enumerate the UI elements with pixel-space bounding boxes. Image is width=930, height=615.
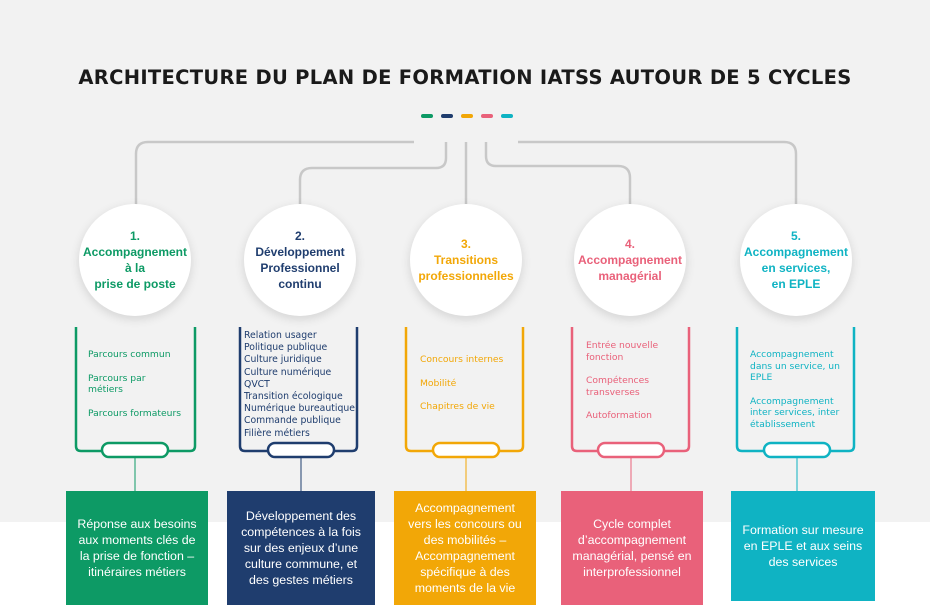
cycle-2-name-line: Développement <box>255 245 345 259</box>
page-title: ARCHITECTURE DU PLAN DE FORMATION IATSS … <box>78 66 852 89</box>
cycle-3-summary-box: Accompagnement vers les concours ou des … <box>394 491 536 605</box>
accent-dash-yellow <box>461 114 473 118</box>
cycle-5-number: 5. <box>790 229 801 243</box>
list-item: Transition écologique <box>244 391 343 403</box>
list-item: Autoformation <box>586 410 652 421</box>
list-item: Relation usager <box>244 330 317 341</box>
cycle-2-summary: Développement des compétences à la fois … <box>241 509 361 587</box>
cycle-4-items: Entrée nouvelle fonction Compétences tra… <box>586 340 666 434</box>
cycle-2-summary-box: Développement des compétences à la fois … <box>227 491 375 605</box>
cycle-5-name-line: en EPLE <box>771 277 821 291</box>
cycle-3-summary: Accompagnement vers les concours ou des … <box>408 501 522 595</box>
list-item: Parcours commun <box>88 349 171 360</box>
cycle-5-summary-box: Formation sur mesure en EPLE et aux sein… <box>731 491 875 601</box>
cycle-4-name-line: Accompagnement <box>577 253 683 267</box>
cycle-3-number: 3. <box>460 237 471 251</box>
cycle-5-name-line: en services, <box>761 261 831 275</box>
list-item: Chapitres de vie <box>420 401 495 412</box>
list-item: Parcours par métiers <box>88 372 146 396</box>
cycle-4-circle: 4. Accompagnement managérial <box>574 204 686 316</box>
list-item: Accompagnement inter services, inter éta… <box>750 395 840 430</box>
cycle-3-name-line: Transitions <box>433 253 498 267</box>
accent-dash-navy <box>441 114 453 118</box>
cycle-1-items: Parcours commun Parcours par métiers Par… <box>88 349 188 431</box>
cycle-4-summary: Cycle complet d’accompagnement managéria… <box>572 517 692 579</box>
list-item: Filière métiers <box>244 427 310 439</box>
cycle-1-summary-box: Réponse aux besoins aux moments clés de … <box>66 491 208 605</box>
cycle-3-circle: 3. Transitions professionnelles <box>410 204 522 316</box>
cycle-4-number: 4. <box>624 237 635 251</box>
cycle-4-name-line: managérial <box>598 269 662 283</box>
cycle-2-name-line: Professionnel <box>260 261 340 275</box>
cycle-2-name-line: continu <box>278 277 322 291</box>
cycle-5-name-line: Accompagnement <box>743 245 849 259</box>
cycle-1-name-line: Accompagnement <box>82 245 188 259</box>
list-item: Accompagnement dans un service, un EPLE <box>750 349 840 383</box>
cycle-2-number: 2. <box>294 229 305 243</box>
list-item: Numérique bureautique <box>244 403 355 415</box>
cycle-5-items: Accompagnement dans un service, un EPLE … <box>750 349 846 442</box>
cycle-1-summary: Réponse aux besoins aux moments clés de … <box>77 517 197 579</box>
cycle-5-summary: Formation sur mesure en EPLE et aux sein… <box>742 523 864 569</box>
accent-dash-pink <box>481 114 493 118</box>
cycle-2-items: Relation usager Politique publique Cultu… <box>244 330 358 440</box>
list-item: Culture juridique <box>244 354 322 366</box>
list-item: Parcours formateurs <box>88 407 182 419</box>
list-item: Culture numérique <box>244 366 332 378</box>
cycle-1-circle: 1. Accompagnement à la prise de poste <box>79 204 191 316</box>
cycle-3-name-line: professionnelles <box>418 269 514 283</box>
cycle-1-name-line: à la <box>124 261 145 275</box>
list-item: Mobilité <box>420 377 457 389</box>
cycle-3-items: Concours internes Mobilité Chapitres de … <box>420 354 520 425</box>
cycle-1-number: 1. <box>129 229 140 243</box>
cycle-4-summary-box: Cycle complet d’accompagnement managéria… <box>561 491 703 605</box>
list-item: Compétences transverses <box>586 375 650 398</box>
cycle-5-circle: 5. Accompagnement en services, en EPLE <box>740 204 852 316</box>
cycle-2-circle: 2. Développement Professionnel continu <box>244 204 356 316</box>
list-item: Commande publique <box>244 415 341 427</box>
accent-dash-teal <box>501 114 513 118</box>
accent-dash-green <box>421 114 433 118</box>
list-item: Politique publique <box>244 342 328 354</box>
list-item: QVCT <box>244 378 270 390</box>
list-item: Concours internes <box>420 354 504 365</box>
list-item: Entrée nouvelle fonction <box>586 340 659 363</box>
cycle-1-name-line: prise de poste <box>94 277 176 291</box>
